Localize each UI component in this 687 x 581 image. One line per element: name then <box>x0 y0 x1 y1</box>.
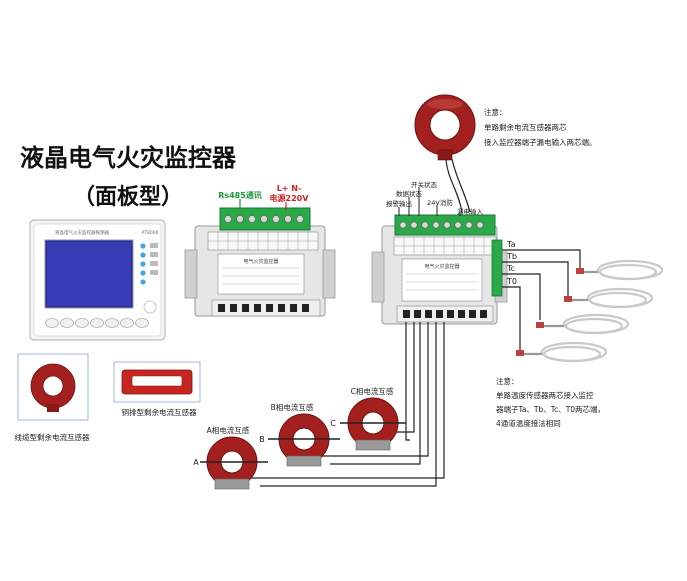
residual-current-transformer-top <box>414 94 476 161</box>
ct-b-label: B相电流互感 <box>271 402 314 412</box>
rs485-label: Rs485通讯 <box>218 190 262 200</box>
t0-label: T0 <box>506 277 517 286</box>
power-220-label: 电源220V <box>270 193 310 203</box>
sensor-probe <box>516 350 524 356</box>
ct-wire <box>451 158 471 213</box>
sensor-probe <box>576 268 584 274</box>
b-phase-current-transformer <box>278 413 330 467</box>
panel-buttons <box>45 318 149 328</box>
sensor-probe <box>564 296 572 302</box>
led-indicator <box>140 261 146 267</box>
phase-c-label: C <box>330 419 336 428</box>
note-top-head: 注意： <box>484 107 507 117</box>
speaker-grille <box>143 300 157 314</box>
cable-ct-icon <box>30 363 76 412</box>
lcd-panel-device: 液晶电气火灾监控器探测器 PT8000 <box>29 219 166 341</box>
cable-ct-caption: 线缆型剩余电流互感器 <box>15 432 90 442</box>
note-bottom-line1: 单路温度传感器两芯接入监控 <box>496 390 594 400</box>
ct-wire <box>445 159 463 213</box>
note-top-line2: 接入监控器端子漏电输入两芯端。 <box>484 137 597 147</box>
note-bottom-head: 注意： <box>496 376 519 386</box>
panel-brand: 液晶电气火灾监控器探测器 <box>55 229 109 236</box>
temperature-sensor <box>582 259 664 281</box>
right-module-title: 电气火灾监控器 <box>424 263 459 270</box>
temperature-sensor <box>570 287 654 309</box>
subtitle: （面板型） <box>73 185 183 210</box>
note-top-line1: 单路剩余电流互感器两芯 <box>484 122 567 132</box>
right-monitor-module: 电气火灾监控器 <box>371 214 508 325</box>
phase-b-label: B <box>259 435 265 444</box>
switch-output-label: 数据状态 <box>396 189 423 198</box>
c-phase-current-transformer <box>347 397 399 451</box>
alarm-output-label: 报警输出 <box>386 199 412 208</box>
ta-label: Ta <box>506 240 516 249</box>
a-phase-current-transformer <box>206 436 258 490</box>
left-module-title: 电气火灾监控器 <box>243 258 278 265</box>
switch-status-label: 开关状态 <box>411 180 438 189</box>
phase-a-label: A <box>193 458 199 467</box>
fire-24v-label: 24V消防 <box>427 198 453 207</box>
temperature-sensor <box>542 313 630 335</box>
temperature-terminal <box>491 239 503 297</box>
led-indicator <box>140 243 146 249</box>
temperature-wires <box>502 249 581 350</box>
panel-model: PT8000 <box>142 230 159 236</box>
sensor-probe <box>536 322 544 328</box>
left-monitor-module: 电气火灾监控器 <box>184 207 336 317</box>
title: 液晶电气火灾监控器 <box>20 144 237 172</box>
power-lnl-label: L+ N- <box>277 184 302 193</box>
ct-c-label: C相电流互感 <box>351 386 394 396</box>
note-bottom-line3: 4通道温度接法相同 <box>496 418 561 428</box>
led-indicator <box>140 279 146 285</box>
busbar-ct-caption: 铜排型剩余电流互感器 <box>122 407 197 417</box>
led-indicator <box>140 252 146 258</box>
busbar-ct-icon <box>121 369 193 395</box>
note-bottom-line2: 器端子Ta、Tb、Tc、T0两芯端， <box>496 404 605 414</box>
tc-label: Tc <box>506 264 515 273</box>
led-indicator <box>140 270 146 276</box>
tb-label: Tb <box>506 252 517 261</box>
temperature-sensor <box>522 341 608 363</box>
ct-a-label: A相电流互感 <box>207 425 250 435</box>
